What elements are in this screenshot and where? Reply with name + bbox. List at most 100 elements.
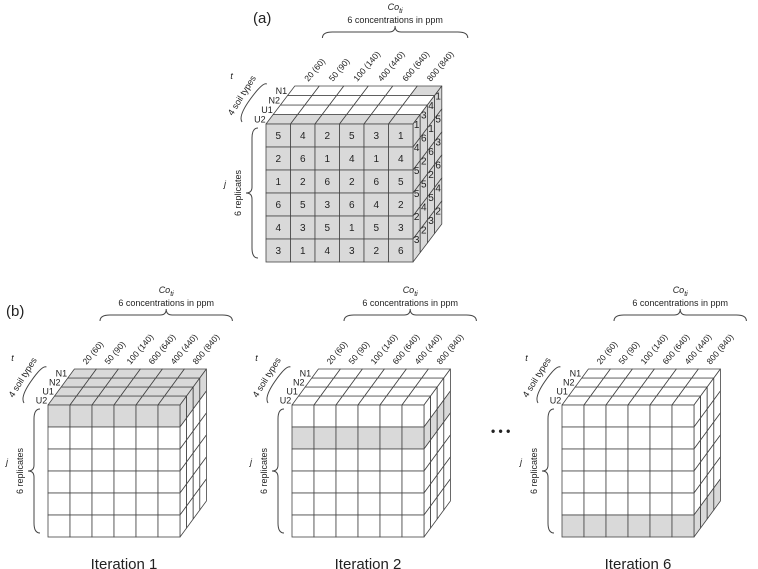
front-cell <box>91 426 115 450</box>
soil-type-brace <box>536 366 561 404</box>
soil-type-label: U2 <box>254 114 266 124</box>
front-cell <box>69 492 93 516</box>
replicate-brace <box>271 408 285 534</box>
front-cell <box>401 426 425 450</box>
front-cell-number: 6 <box>300 154 306 165</box>
soil-type-label: U1 <box>556 387 568 397</box>
front-cell <box>69 448 93 472</box>
front-cell <box>357 470 381 494</box>
front-cell <box>113 426 137 450</box>
front-cell <box>47 404 71 428</box>
concentration-brace <box>321 25 469 39</box>
front-cell-number: 1 <box>349 223 355 234</box>
front-cell-number: 5 <box>373 223 379 234</box>
front-cell <box>69 514 93 538</box>
concentration-tick-label: 20 (60) <box>594 339 619 366</box>
side-cell-number: 5 <box>428 193 434 204</box>
front-cell <box>357 448 381 472</box>
side-cell-number: 5 <box>414 189 420 200</box>
front-cell <box>627 404 651 428</box>
side-cell-number: 4 <box>421 203 427 214</box>
front-cell <box>47 448 71 472</box>
soil-type-label: N1 <box>300 369 312 379</box>
side-cell-number: 3 <box>428 216 434 227</box>
replicate-title: 6 replicates <box>529 447 539 494</box>
front-cell <box>335 448 359 472</box>
front-cell-number: 4 <box>275 223 281 234</box>
front-cell <box>291 492 315 516</box>
replicate-title: 6 replicates <box>259 447 269 494</box>
front-cell-number: 4 <box>300 131 306 142</box>
concentration-subscript: ti <box>414 291 418 298</box>
concentration-subscript: ti <box>684 291 688 298</box>
front-cell <box>627 492 651 516</box>
side-cell-number: 1 <box>428 124 434 135</box>
replicate-brace <box>27 408 41 534</box>
front-cell <box>671 404 695 428</box>
front-cell <box>379 470 403 494</box>
front-cell-number: 2 <box>300 177 306 188</box>
front-cell-number: 2 <box>349 177 355 188</box>
concentration-title: 6 concentrations in ppm <box>347 15 443 25</box>
front-cell-number: 3 <box>275 246 281 257</box>
concentration-tick-label: 50 (90) <box>102 339 127 366</box>
soil-index-label: t <box>525 353 528 363</box>
front-cell <box>671 492 695 516</box>
front-cell <box>583 404 607 428</box>
concentration-tick-label: 20 (60) <box>302 56 327 83</box>
side-cell-number: 3 <box>435 138 441 149</box>
soil-type-label: N2 <box>293 378 305 388</box>
front-cell <box>113 492 137 516</box>
front-cell-number: 1 <box>275 177 281 188</box>
front-cell-number: 4 <box>373 200 379 211</box>
concentration-tick-label: 50 (90) <box>327 56 352 83</box>
front-cell <box>649 404 673 428</box>
side-cell-number: 2 <box>421 157 427 168</box>
front-cell <box>291 470 315 494</box>
front-cell <box>605 492 629 516</box>
front-cell <box>91 404 115 428</box>
front-cell <box>357 404 381 428</box>
front-cell <box>91 448 115 472</box>
front-cell <box>157 470 181 494</box>
front-cell-number: 6 <box>275 200 281 211</box>
concentration-symbol: Coti <box>673 285 688 298</box>
soil-type-brace <box>266 366 291 404</box>
front-cell <box>47 426 71 450</box>
concentration-symbol: Coti <box>403 285 418 298</box>
concentration-subscript: ti <box>399 8 403 15</box>
front-cell <box>69 470 93 494</box>
front-cell <box>671 448 695 472</box>
side-cell-number: 1 <box>435 92 441 103</box>
soil-index-label: t <box>230 71 233 81</box>
iteration-label: Iteration 2 <box>335 556 402 569</box>
front-cell <box>671 426 695 450</box>
front-cell <box>388 238 414 263</box>
front-cell <box>313 492 337 516</box>
side-cell <box>199 478 207 511</box>
side-cell-number: 6 <box>421 134 427 145</box>
front-cell <box>291 426 315 450</box>
front-cell <box>91 470 115 494</box>
concentration-brace <box>343 308 477 322</box>
front-cell <box>561 470 585 494</box>
side-cell-number: 2 <box>421 226 427 237</box>
front-cell <box>157 404 181 428</box>
side-cell <box>434 200 443 234</box>
soil-type-label: U2 <box>280 396 292 406</box>
replicate-index-label: j <box>249 457 253 467</box>
front-cell <box>335 404 359 428</box>
concentration-symbol: Coti <box>388 2 403 15</box>
concentration-brace <box>613 308 747 322</box>
concentration-brace <box>99 308 233 322</box>
front-cell-number: 4 <box>324 246 330 257</box>
front-cell <box>313 426 337 450</box>
side-cell-number: 5 <box>414 166 420 177</box>
panel-b-label: (b) <box>6 303 24 320</box>
front-cell <box>113 448 137 472</box>
soil-type-label: N1 <box>56 369 68 379</box>
front-cell <box>605 426 629 450</box>
front-cell <box>649 470 673 494</box>
front-cell <box>113 404 137 428</box>
